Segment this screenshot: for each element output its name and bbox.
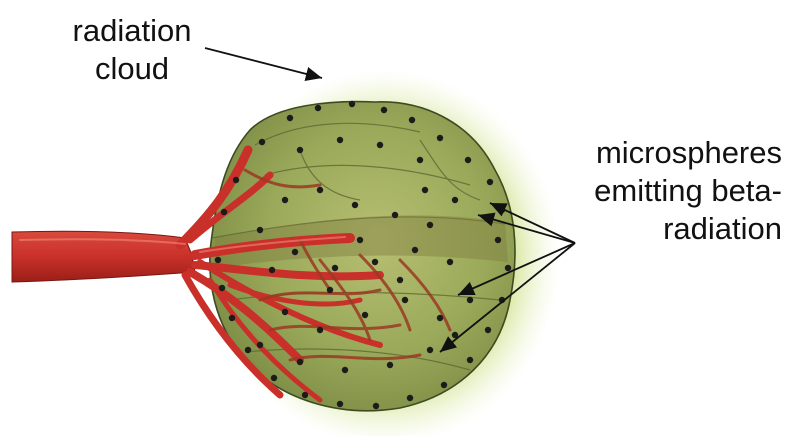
microsphere-dot — [372, 259, 378, 265]
microsphere-dot — [397, 277, 403, 283]
microsphere-dot — [215, 257, 221, 263]
microsphere-dot — [317, 327, 323, 333]
microsphere-dot — [297, 147, 303, 153]
microsphere-dot — [427, 222, 433, 228]
microsphere-dot — [282, 197, 288, 203]
microsphere-dot — [487, 179, 493, 185]
microsphere-dot — [417, 157, 423, 163]
microsphere-dot — [377, 142, 383, 148]
microspheres-label: microspheres emitting beta- radiation — [560, 134, 782, 248]
microsphere-dot — [349, 101, 355, 107]
microsphere-dot — [317, 187, 323, 193]
microsphere-dot — [282, 309, 288, 315]
microsphere-dot — [392, 212, 398, 218]
microsphere-dot — [467, 357, 473, 363]
microsphere-dot — [337, 137, 343, 143]
radiation-cloud-label-line-1: radiation — [62, 12, 202, 50]
microsphere-dot — [409, 117, 415, 123]
microsphere-dot — [259, 139, 265, 145]
microsphere-dot — [219, 285, 225, 291]
microsphere-dot — [467, 297, 473, 303]
microsphere-dot — [427, 347, 433, 353]
microsphere-dot — [233, 177, 239, 183]
microsphere-dot — [381, 107, 387, 113]
microspheres-label-line-1: microspheres — [560, 134, 782, 172]
microspheres-label-line-2: emitting beta- — [560, 172, 782, 210]
microsphere-dot — [257, 342, 263, 348]
radiation-cloud-label-line-2: cloud — [62, 50, 202, 88]
microsphere-dot — [447, 259, 453, 265]
microsphere-dot — [332, 265, 338, 271]
microsphere-dot — [352, 202, 358, 208]
microsphere-dot — [402, 297, 408, 303]
microsphere-dot — [292, 249, 298, 255]
radiation-cloud-label: radiation cloud — [62, 12, 202, 88]
microsphere-dot — [357, 237, 363, 243]
microsphere-dot — [452, 197, 458, 203]
microsphere-dot — [412, 247, 418, 253]
microsphere-dot — [342, 367, 348, 373]
microsphere-dot — [221, 209, 227, 215]
microsphere-dot — [337, 401, 343, 407]
microsphere-dot — [297, 359, 303, 365]
microsphere-dot — [387, 362, 393, 368]
microsphere-dot — [315, 105, 321, 111]
microsphere-dot — [465, 157, 471, 163]
microsphere-dot — [257, 227, 263, 233]
microsphere-dot — [441, 382, 447, 388]
microspheres-label-line-3: radiation — [560, 210, 782, 248]
microsphere-dot — [271, 375, 277, 381]
microsphere-dot — [302, 392, 308, 398]
microsphere-dot — [505, 265, 511, 271]
radiation-cloud-arrow — [205, 48, 322, 78]
microsphere-dot — [362, 312, 368, 318]
microsphere-dot — [407, 395, 413, 401]
microsphere-dot — [373, 403, 379, 409]
microsphere-dot — [229, 315, 235, 321]
microsphere-dot — [287, 115, 293, 121]
microsphere-dot — [495, 237, 501, 243]
microsphere-dot — [437, 135, 443, 141]
microsphere-dot — [327, 287, 333, 293]
microsphere-dot — [245, 347, 251, 353]
microsphere-dot — [437, 315, 443, 321]
microsphere-dot — [269, 267, 275, 273]
microsphere-dot — [422, 187, 428, 193]
microsphere-dot — [485, 327, 491, 333]
